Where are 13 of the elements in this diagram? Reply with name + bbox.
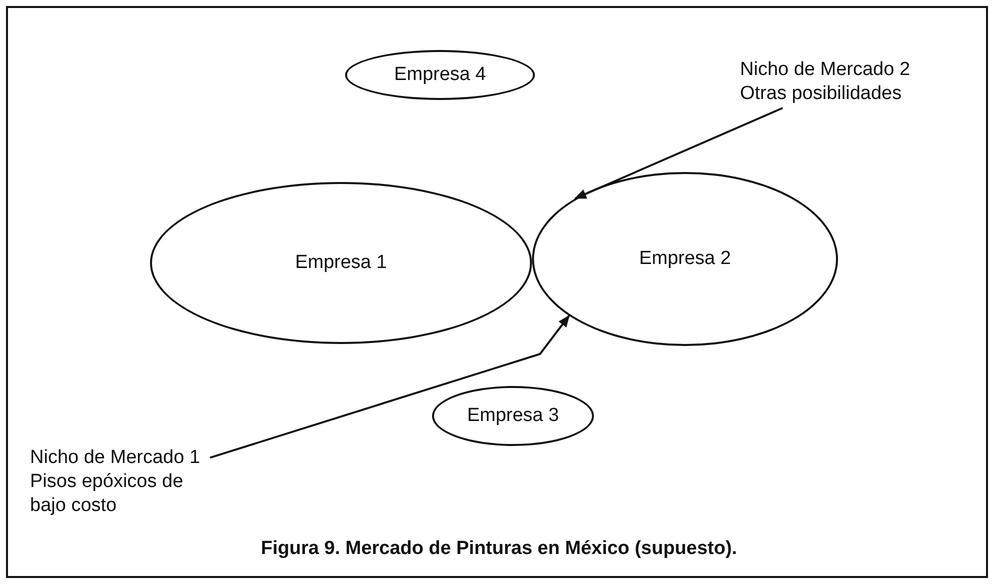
company-label: Empresa 3 [467,404,559,428]
company-label: Empresa 2 [639,247,731,271]
company-label: Empresa 4 [394,63,486,87]
niche-label: Nicho de Mercado 1 Pisos epóxicos de bajo costo [30,446,210,518]
arrow [574,107,784,200]
arrow [210,314,570,459]
company-label: Empresa 1 [295,251,387,275]
niche-label: Nicho de Mercado 2 Otras posibilidades [740,58,940,106]
caption: Figura 9. Mercado de Pinturas en México (supuesto). [260,538,738,560]
company-ellipse [432,386,594,446]
company-ellipse [532,172,838,346]
company-ellipse [150,182,532,344]
company-ellipse [345,50,535,100]
